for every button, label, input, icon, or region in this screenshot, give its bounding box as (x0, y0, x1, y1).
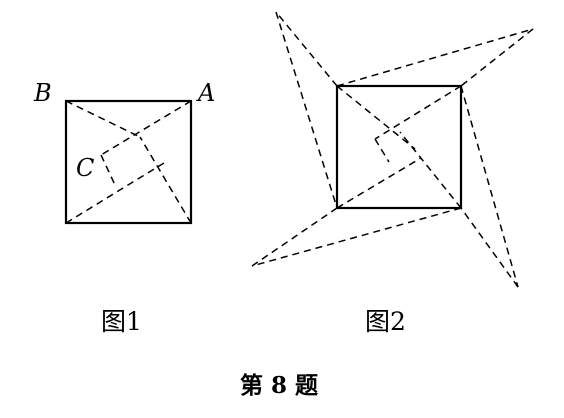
fig1-dash-D (139, 136, 192, 224)
fig1-label-b: B (33, 79, 52, 107)
fig2-flap-br-1 (460, 85, 519, 288)
fig2-inner-5 (336, 157, 422, 209)
fig2-flap-tr-2 (460, 28, 534, 87)
fig2-flap-br-2 (460, 207, 519, 288)
fig2-inner-2 (374, 85, 462, 140)
figure-2: 图2 (251, 11, 534, 336)
fig2-flaps (251, 11, 534, 288)
fig2-inner-3 (374, 138, 390, 163)
fig2-caption: 图2 (365, 307, 406, 336)
fig1-label-a: A (196, 79, 215, 107)
fig1-square (64, 99, 193, 225)
fig1-caption: 图1 (101, 307, 142, 336)
fig2-flap-bl-1 (251, 207, 462, 267)
fig1-dashed-lines (65, 100, 192, 224)
fig2-inner-lines (336, 85, 462, 209)
fig2-flap-tl-1 (275, 11, 338, 87)
fig2-flap-tl-2 (275, 11, 338, 209)
fig2-square (335, 84, 463, 210)
fig1-dash-B (65, 100, 141, 138)
fig1-label-c: C (76, 154, 94, 182)
fig1-dash-A (100, 100, 192, 156)
fig2-inner-4 (399, 131, 462, 209)
fig1-dash-F (100, 154, 116, 186)
fig2-flap-tr-1 (336, 28, 534, 87)
figure-1: B A C 图1 (33, 79, 215, 336)
problem-title: 第 8 题 (240, 372, 318, 399)
fig2-inner-1 (336, 85, 416, 150)
fig2-flap-bl-2 (251, 207, 338, 267)
